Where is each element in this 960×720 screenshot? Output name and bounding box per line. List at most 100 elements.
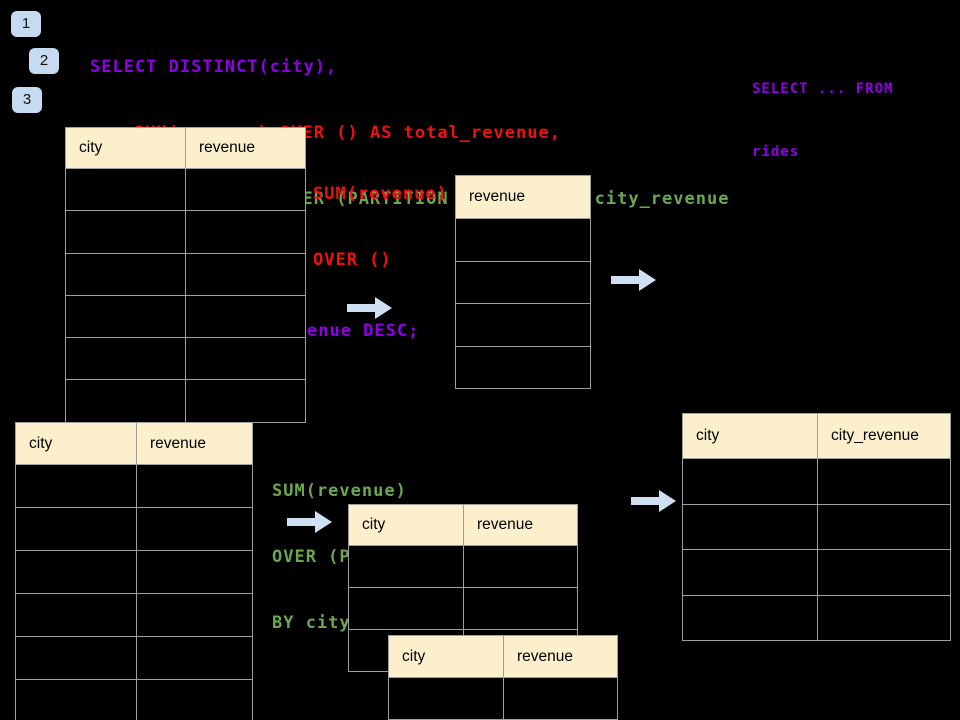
side-note-line: SELECT ... FROM bbox=[752, 81, 894, 97]
sql-line-select: SELECT DISTINCT(city), bbox=[90, 57, 338, 77]
table-cell-empty bbox=[137, 465, 252, 507]
arrow-right-icon bbox=[631, 489, 677, 513]
arrow-right-icon bbox=[347, 296, 393, 320]
table-cell-empty bbox=[683, 459, 818, 504]
table-cell-empty bbox=[137, 508, 252, 550]
column-header-city-revenue: city_revenue bbox=[831, 427, 919, 444]
table-cell-empty bbox=[16, 680, 137, 720]
table-header-row: city revenue bbox=[389, 636, 617, 678]
table-row bbox=[66, 253, 305, 296]
table-header-row: city revenue bbox=[349, 505, 577, 546]
table-cell-empty bbox=[137, 637, 252, 679]
table-cell-empty bbox=[456, 262, 590, 304]
table-body bbox=[683, 459, 950, 640]
table-cell-empty bbox=[464, 588, 577, 629]
annotation-line: SUM(revenue) bbox=[272, 481, 407, 501]
column-header-city: city bbox=[16, 423, 137, 464]
table-row bbox=[683, 550, 950, 596]
annotation-line: OVER () bbox=[313, 250, 392, 270]
table-cell-empty bbox=[389, 678, 504, 719]
table-cell-empty bbox=[66, 338, 186, 380]
step-badge-1: 1 bbox=[11, 11, 41, 37]
select-from-rides-note: SELECT ... FROM rides bbox=[752, 37, 893, 205]
table-row bbox=[683, 459, 950, 505]
column-header-revenue: revenue bbox=[150, 434, 207, 452]
table-row bbox=[16, 551, 252, 594]
column-header-revenue: revenue bbox=[199, 139, 256, 156]
table-cell-empty bbox=[186, 211, 305, 252]
table-row bbox=[66, 211, 305, 254]
arrow-right-icon bbox=[287, 510, 333, 534]
table-header-row: revenue bbox=[456, 176, 590, 219]
step-badge-2: 2 bbox=[29, 48, 59, 74]
table-cell-empty bbox=[137, 594, 252, 636]
table-cell-empty bbox=[186, 254, 305, 295]
table-rides-source-bottom: city revenue bbox=[15, 422, 253, 720]
column-header-revenue: revenue bbox=[469, 188, 526, 205]
table-cell-empty bbox=[137, 680, 252, 720]
column-header-revenue: revenue bbox=[517, 647, 574, 665]
table-row bbox=[456, 262, 590, 304]
table-cell-empty bbox=[66, 169, 186, 211]
table-rides-source-top: city revenue bbox=[65, 127, 306, 423]
table-body bbox=[16, 465, 252, 720]
table-cell-empty bbox=[186, 338, 305, 379]
column-header-revenue: revenue bbox=[477, 516, 534, 533]
table-cell-empty bbox=[504, 678, 617, 719]
table-cell-empty bbox=[186, 296, 305, 337]
table-row bbox=[683, 595, 950, 641]
arrow-right-icon bbox=[611, 268, 657, 292]
side-note-line: rides bbox=[752, 144, 800, 160]
table-cell-empty bbox=[16, 465, 137, 507]
table-cell-empty bbox=[16, 508, 137, 550]
table-cell-empty bbox=[683, 504, 818, 549]
table-total-revenue-result: revenue bbox=[455, 175, 591, 389]
table-row bbox=[66, 338, 305, 381]
table-row bbox=[16, 508, 252, 551]
table-cell-empty bbox=[66, 295, 186, 338]
table-header-row: city city_revenue bbox=[683, 414, 950, 459]
table-row bbox=[389, 678, 617, 719]
table-row bbox=[66, 295, 305, 339]
table-cell-empty bbox=[16, 637, 137, 679]
table-cell-empty bbox=[137, 551, 252, 593]
annotation-line: BY city) bbox=[272, 613, 362, 633]
table-cell-empty bbox=[456, 304, 590, 346]
column-header-city: city bbox=[349, 505, 464, 545]
table-row bbox=[456, 304, 590, 347]
table-cell-empty bbox=[16, 551, 137, 593]
table-cell-empty bbox=[456, 219, 590, 261]
table-body bbox=[66, 169, 305, 422]
step-badge-3: 3 bbox=[12, 87, 42, 113]
table-row bbox=[349, 588, 577, 630]
annotation-sum-over-empty: SUM(revenue) OVER () bbox=[313, 139, 448, 315]
table-cell-empty bbox=[683, 595, 818, 640]
table-cell-empty bbox=[464, 546, 577, 587]
table-cell-empty bbox=[818, 459, 950, 504]
column-header-city: city bbox=[683, 414, 818, 458]
table-row bbox=[456, 347, 590, 389]
table-row bbox=[66, 380, 305, 422]
table-cell-empty bbox=[186, 380, 305, 421]
column-header-city: city bbox=[389, 636, 504, 677]
table-row bbox=[456, 219, 590, 262]
table-row bbox=[16, 594, 252, 637]
table-cell-empty bbox=[818, 550, 950, 595]
table-partition-group-2: city revenue bbox=[388, 635, 618, 720]
table-row bbox=[16, 637, 252, 680]
table-cell-empty bbox=[349, 546, 464, 587]
table-header-row: city revenue bbox=[66, 128, 305, 169]
table-cell-empty bbox=[66, 253, 186, 295]
table-row bbox=[66, 169, 305, 212]
table-row bbox=[16, 465, 252, 508]
table-city-revenue-result: city city_revenue bbox=[682, 413, 951, 641]
table-body bbox=[456, 219, 590, 388]
table-row bbox=[683, 504, 950, 550]
table-cell-empty bbox=[818, 596, 950, 641]
table-row bbox=[349, 546, 577, 588]
table-cell-empty bbox=[186, 169, 305, 210]
table-row bbox=[16, 680, 252, 720]
table-cell-empty bbox=[66, 380, 186, 422]
annotation-line: SUM(revenue) bbox=[313, 184, 448, 204]
